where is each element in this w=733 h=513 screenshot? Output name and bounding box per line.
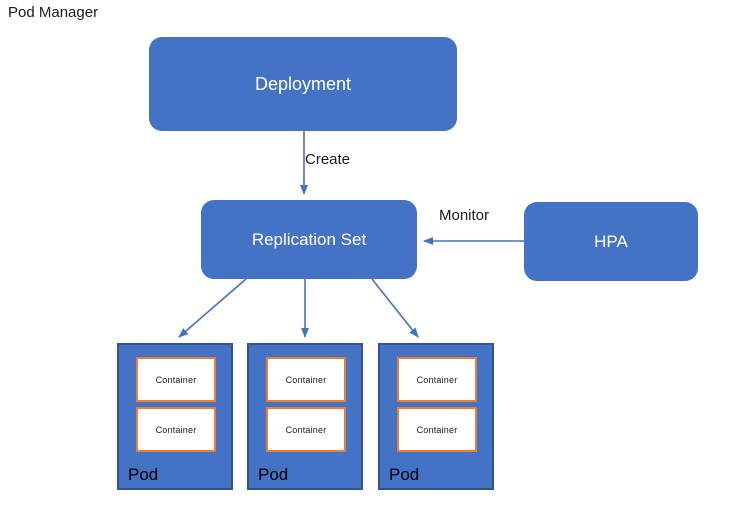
container-box: Container bbox=[136, 357, 216, 402]
page-title: Pod Manager bbox=[8, 4, 99, 21]
connector-replicaset-pod1 bbox=[178, 278, 247, 338]
node-replication-set[interactable]: Replication Set bbox=[201, 200, 417, 279]
container-box: Container bbox=[266, 407, 346, 452]
node-hpa-label: HPA bbox=[594, 231, 628, 251]
connector-replicaset-pod3 bbox=[371, 278, 419, 338]
pod-label: Pod bbox=[258, 465, 289, 484]
container-box: Container bbox=[397, 357, 477, 402]
pod-label: Pod bbox=[389, 465, 420, 484]
node-pod-1[interactable]: Container Container Pod bbox=[117, 343, 233, 490]
edge-label-create: Create bbox=[305, 151, 351, 168]
container-box: Container bbox=[266, 357, 346, 402]
node-pod-2[interactable]: Container Container Pod bbox=[247, 343, 363, 490]
container-box: Container bbox=[397, 407, 477, 452]
node-deployment-label: Deployment bbox=[254, 73, 352, 94]
node-hpa[interactable]: HPA bbox=[524, 202, 698, 281]
container-box: Container bbox=[136, 407, 216, 452]
node-replication-set-label: Replication Set bbox=[251, 229, 367, 249]
pod-label: Pod bbox=[128, 465, 159, 484]
node-deployment[interactable]: Deployment bbox=[149, 37, 457, 131]
node-pod-3[interactable]: Container Container Pod bbox=[378, 343, 494, 490]
edge-label-monitor: Monitor bbox=[439, 207, 490, 224]
